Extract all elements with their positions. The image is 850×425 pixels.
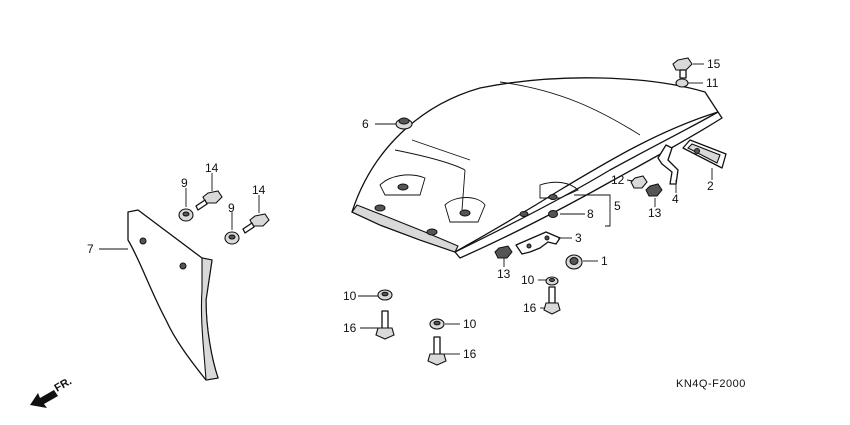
nut-part-12 — [630, 175, 648, 189]
callout-16-lower-left: 16 — [343, 321, 357, 335]
callout-2: 2 — [707, 179, 714, 193]
grommet-part-6 — [395, 117, 413, 130]
callout-14-lower: 14 — [252, 183, 266, 197]
callout-15: 15 — [707, 57, 721, 71]
callout-9-upper: 9 — [181, 176, 188, 190]
washer-part-10-center — [429, 318, 445, 330]
callouts: 6 15 11 4 2 12 13 5 8 3 13 1 10 16 10 16… — [87, 57, 721, 361]
clip-part-8 — [548, 210, 558, 218]
bolt-part-16-lower-left — [375, 310, 395, 340]
nut-part-13-right — [645, 183, 663, 197]
callout-16-center: 16 — [463, 347, 477, 361]
rear-fender — [351, 77, 723, 259]
callout-3: 3 — [575, 231, 582, 245]
callout-13-right: 13 — [648, 206, 662, 220]
reflector-part-2 — [682, 139, 727, 169]
callout-8: 8 — [587, 207, 594, 221]
callout-10-right: 10 — [521, 273, 535, 287]
callout-9-lower: 9 — [228, 201, 235, 215]
front-label: FR. — [53, 375, 74, 394]
callout-1: 1 — [601, 254, 608, 268]
callout-14-upper: 14 — [205, 161, 219, 175]
callout-11: 11 — [706, 76, 719, 90]
callout-10-center: 10 — [463, 317, 477, 331]
collar-part-11 — [675, 78, 689, 88]
front-direction-arrow: FR. — [30, 375, 74, 408]
bolt-part-15 — [672, 57, 693, 79]
nut-part-13-left — [494, 245, 513, 259]
callout-12: 12 — [611, 173, 625, 187]
grommet-part-1 — [565, 254, 583, 270]
diagram-code: KN4Q-F2000 — [676, 378, 746, 390]
bolt-part-14-upper — [195, 190, 223, 211]
callout-16-right: 16 — [523, 301, 537, 315]
callout-6: 6 — [362, 117, 369, 131]
callout-5: 5 — [614, 199, 621, 213]
washer-part-9-lower — [224, 231, 240, 245]
bolt-part-14-lower — [242, 213, 270, 234]
callout-7: 7 — [87, 242, 94, 256]
bracket-part-3 — [515, 231, 561, 255]
washer-part-9-upper — [178, 208, 194, 222]
bolt-part-16-right — [543, 286, 561, 315]
washer-part-10-lower-left — [377, 289, 393, 301]
leader-lines — [99, 63, 713, 355]
callout-4: 4 — [672, 192, 679, 206]
bolt-part-16-center — [427, 336, 447, 366]
callout-13-left: 13 — [497, 267, 511, 281]
bracket-part-4 — [657, 144, 679, 185]
washer-part-10-right — [545, 276, 559, 286]
mudflap-part-7 — [127, 209, 219, 381]
callout-10-lower-left: 10 — [343, 289, 357, 303]
